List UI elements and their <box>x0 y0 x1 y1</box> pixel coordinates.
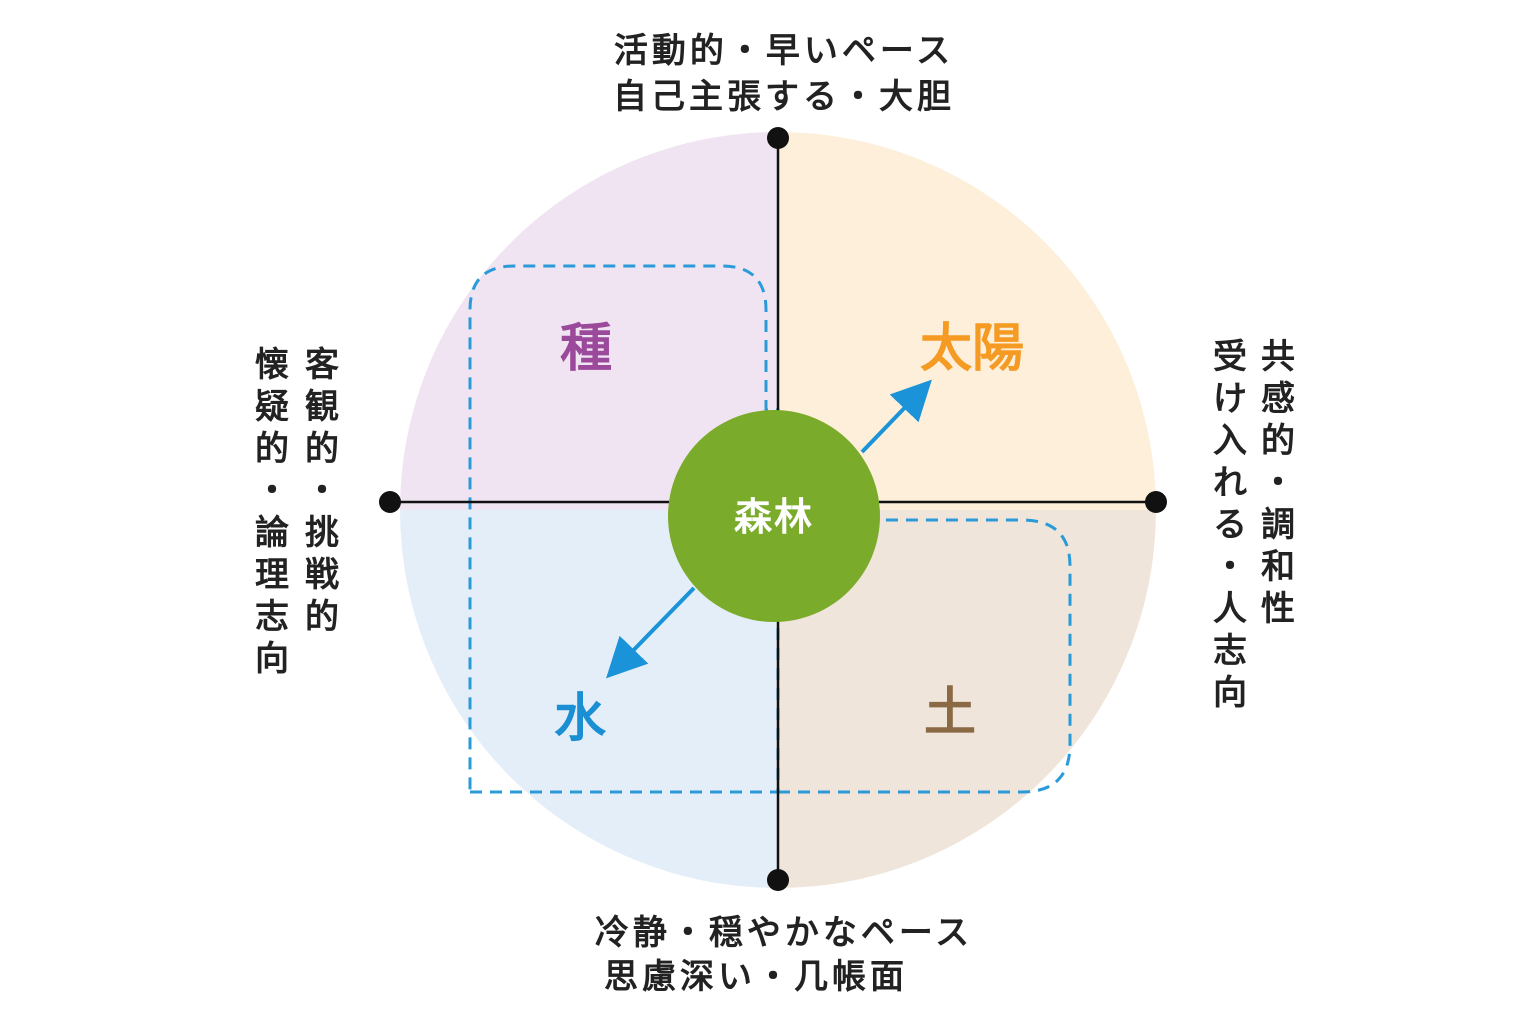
vertical-label-text: 受け入れる・人志向 <box>1213 337 1247 713</box>
quadrant-label-seed: 種 <box>560 319 612 379</box>
arrow-to-water <box>606 586 696 679</box>
left-label-outer-column: 懐疑的・論理志向 <box>255 345 289 679</box>
center-label: 森林 <box>734 495 814 539</box>
quadrant-label-earth: 土 <box>924 683 976 743</box>
axis-dot-right <box>1145 491 1167 513</box>
top-label-line-1: 活動的・早いペース <box>614 31 954 71</box>
vertical-label-text: 共感的・調和性 <box>1261 337 1295 629</box>
left-label-inner-column: 客観的・挑戦的 <box>305 345 339 637</box>
right-label-inner-column: 受け入れる・人志向 <box>1213 337 1247 713</box>
bottom-label-line-1: 冷静・穏やかなペース <box>595 913 973 953</box>
quadrant-label-sun: 太陽 <box>920 319 1024 379</box>
center-forest-circle <box>668 410 880 622</box>
vertical-label-text: 懐疑的・論理志向 <box>255 345 289 679</box>
top-label-line-2: 自己主張する・大胆 <box>613 77 955 117</box>
axis-dot-top <box>767 127 789 149</box>
axis-dot-left <box>379 491 401 513</box>
bottom-label-line-2: 思慮深い・几帳面 <box>604 957 908 997</box>
dashed-region-right <box>778 518 1072 794</box>
vertical-label-text: 客観的・挑戦的 <box>305 345 339 637</box>
dashed-region-left <box>468 264 780 794</box>
arrow-to-sun <box>860 379 932 454</box>
axis-dot-bottom <box>767 869 789 891</box>
right-label-outer-column: 共感的・調和性 <box>1261 337 1295 629</box>
quadrant-label-water: 水 <box>554 689 607 749</box>
